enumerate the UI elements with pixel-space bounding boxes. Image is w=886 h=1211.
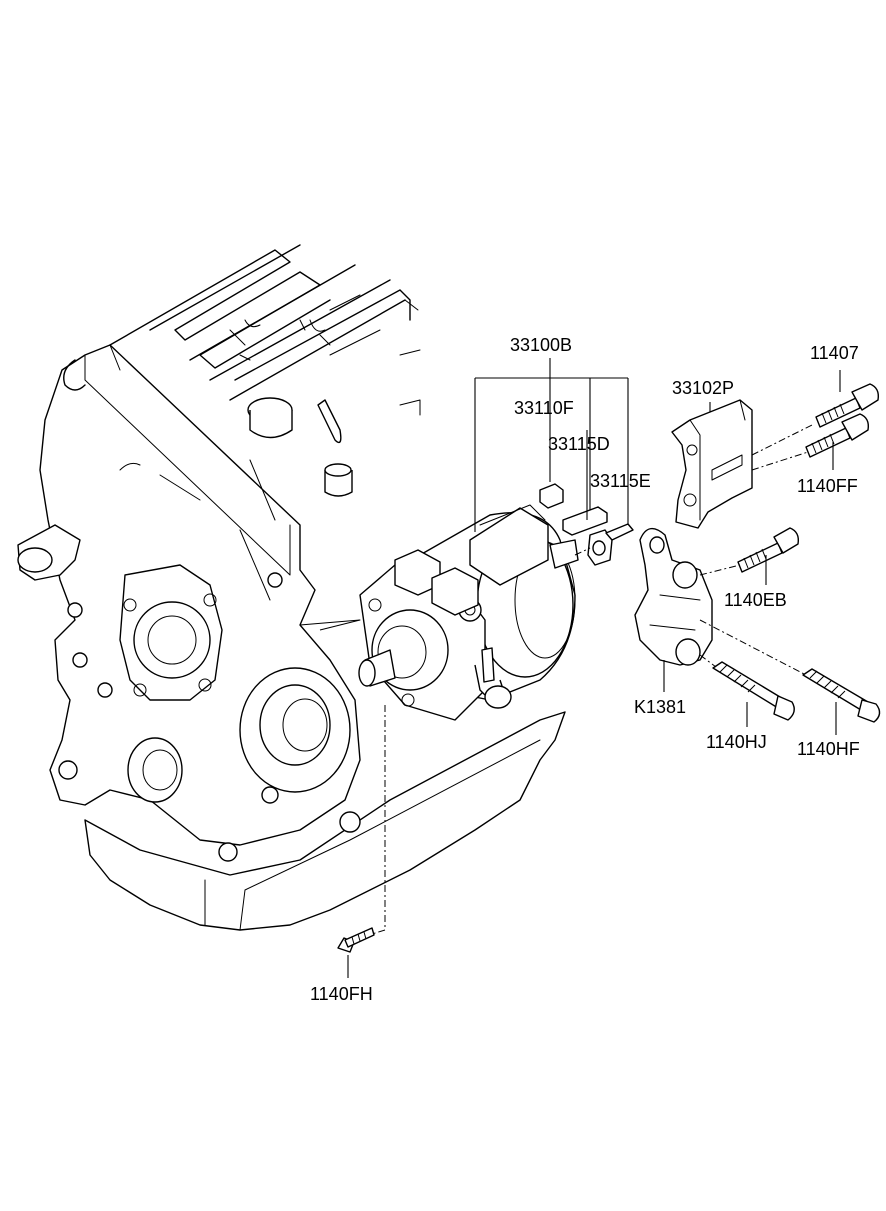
fuel-pump-assembly (358, 504, 579, 721)
label-K1381: K1381 (634, 697, 686, 717)
bolt-1140FF (805, 413, 870, 458)
label-1140HF: 1140HF (797, 739, 860, 759)
label-33115D: 33115D (548, 434, 610, 454)
pump-small-parts (539, 483, 634, 566)
bracket-33102P (671, 399, 753, 529)
label-1140FH: 1140FH (310, 984, 373, 1004)
label-33110F: 33110F (514, 398, 574, 418)
bracket-K1381 (634, 527, 713, 666)
bolt-1140FH (337, 927, 375, 953)
leader-lines (319, 358, 841, 978)
part-labels: 33100B 33110F 33115D 33115E 33102P 11407… (310, 335, 860, 1004)
label-1140FF: 1140FF (797, 476, 858, 496)
label-33100B: 33100B (510, 335, 572, 355)
bolt-1140HJ (712, 661, 795, 721)
label-33102P: 33102P (672, 378, 734, 398)
engine-block (17, 244, 566, 931)
label-11407: 11407 (810, 343, 859, 363)
bolt-1140EB (737, 527, 800, 573)
part-33115D-shape (562, 506, 608, 536)
label-1140HJ: 1140HJ (706, 732, 767, 752)
part-33110F-shape (539, 483, 564, 509)
assembly-lines (371, 424, 813, 935)
label-1140EB: 1140EB (724, 590, 787, 610)
label-33115E: 33115E (590, 471, 651, 491)
bolt-1140HF (802, 668, 881, 723)
bolt-11407 (815, 383, 880, 428)
